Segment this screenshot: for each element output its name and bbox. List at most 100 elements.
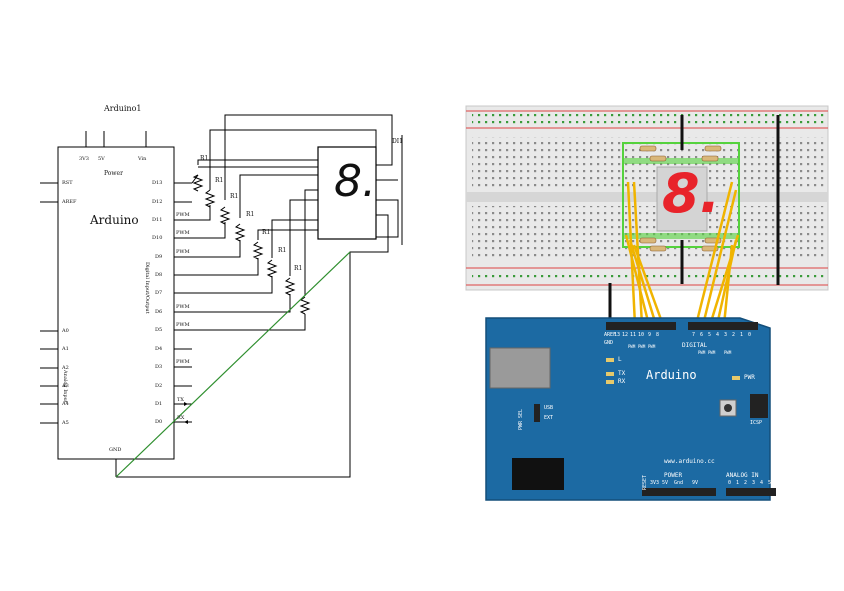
- digital-pin-9: 9: [648, 332, 652, 338]
- digital-pin-8: 8: [656, 332, 660, 338]
- digital-pin-2: 2: [732, 332, 736, 338]
- power-pin-3v3: 3V3: [79, 156, 89, 162]
- gnd-label: GND: [109, 447, 122, 453]
- pin-a4: A4: [62, 401, 69, 407]
- power-pin-vin: Vin: [138, 156, 147, 162]
- pwm-label: PWM: [638, 344, 646, 349]
- led-l-label: L: [618, 356, 622, 363]
- reset-label: RESET: [642, 474, 648, 490]
- digital-pin-10: 10: [638, 332, 645, 338]
- pwr-sel-label: PWR SEL: [518, 408, 524, 430]
- analog-pin-0: 0: [728, 480, 732, 486]
- resistor-label: R1: [278, 247, 287, 254]
- pin-d0: D0: [155, 419, 163, 425]
- power-header-label: POWER: [664, 472, 683, 479]
- ext-label: EXT: [544, 415, 554, 421]
- rx-label: RX: [618, 378, 626, 385]
- usb-connector: [489, 347, 551, 389]
- resistor-label: R1: [200, 155, 209, 162]
- pin-d3: D3: [155, 364, 163, 370]
- breadboard-illustration: [465, 105, 829, 501]
- pin-d9: D9: [155, 254, 163, 260]
- pin-a5: A5: [62, 420, 69, 426]
- digital-label: DIGITAL: [682, 342, 708, 349]
- display-module: [656, 166, 708, 232]
- resistor-label: R1: [230, 193, 239, 200]
- power-pin-5v: 5V: [98, 156, 105, 162]
- schematic-wiring: [40, 114, 403, 478]
- digital-pin-7: 7: [692, 332, 696, 338]
- analog-pin-2: 2: [744, 480, 748, 486]
- analog-pin-3: 3: [752, 480, 756, 486]
- pwm-label: PWM: [628, 344, 636, 349]
- power-pin-3v3: 3V3: [650, 480, 660, 486]
- pin-d10: D10: [152, 235, 163, 241]
- green-ground-wire: [115, 251, 351, 478]
- digital-pin-11: 11: [630, 332, 637, 338]
- pwm-mark: PWM: [176, 212, 190, 218]
- digital-pin-12: 12: [622, 332, 629, 338]
- pin-aref: AREF: [62, 199, 77, 205]
- pin-a2: A2: [62, 365, 69, 371]
- pin-d4: D4: [155, 346, 163, 352]
- digital-pin-1: 1: [740, 332, 744, 338]
- resistor-label: R1: [215, 177, 224, 184]
- pin-a1: A1: [62, 346, 69, 352]
- gnd-label: GND: [604, 340, 614, 346]
- pin-d7: D7: [155, 290, 163, 296]
- pwm-mark: PWM: [176, 249, 190, 255]
- resistor-label: R1: [262, 229, 271, 236]
- pin-d8: D8: [155, 272, 163, 278]
- digital-pin-0: 0: [748, 332, 752, 338]
- breadboard-display-digit: 8.: [662, 162, 721, 225]
- digital-pin-6: 6: [700, 332, 704, 338]
- pin-rst: RST: [62, 180, 73, 186]
- pin-d2: D2: [155, 383, 163, 389]
- analog-group-label: Analog Input: [62, 370, 68, 403]
- analog-pin-4: 4: [760, 480, 764, 486]
- chip-label: Arduino: [90, 213, 139, 227]
- resistor-label: R1: [294, 265, 303, 272]
- arduino-board: [485, 317, 771, 501]
- power-pin-9v: 9V: [692, 480, 699, 486]
- pwm-mark: PWM: [176, 304, 190, 310]
- resistor-label: R1: [246, 211, 255, 218]
- digital-pin-13: 13: [614, 332, 621, 338]
- analog-pin-5: 5: [768, 480, 772, 486]
- seven-segment-display: [317, 146, 377, 240]
- power-label: Power: [104, 170, 123, 177]
- pin-d11: D11: [152, 217, 163, 223]
- digital-pin-5: 5: [708, 332, 712, 338]
- digital-group-label: Digital Input/Output: [144, 262, 150, 314]
- tx-label: TX: [618, 370, 626, 377]
- rx-label: RX: [177, 415, 185, 421]
- pin-d1: D1: [155, 401, 163, 407]
- schematic-title: Arduino1: [104, 104, 142, 113]
- pwm-mark: PWM: [176, 322, 190, 328]
- schematic-panel: Arduino1 Arduino Power 3V3 5V Vin RST AR…: [0, 0, 420, 591]
- digital-pin-4: 4: [716, 332, 720, 338]
- breadboard-panel: 8. Arduino www.arduino.cc AREF GND DIGIT…: [420, 0, 844, 591]
- tx-label: TX: [177, 397, 184, 403]
- pin-a0: A0: [62, 328, 69, 334]
- pin-a3: A3: [62, 383, 69, 389]
- website-label: www.arduino.cc: [664, 458, 715, 465]
- display-label: DI1: [392, 138, 403, 145]
- icsp-label: ICSP: [750, 420, 763, 426]
- pin-d12: D12: [152, 199, 163, 205]
- pwm-label: PWM: [708, 350, 716, 355]
- power-pin-5v: 5V: [662, 480, 669, 486]
- pwm-label: PWM: [698, 350, 706, 355]
- pwm-mark: PWM: [176, 230, 190, 236]
- analog-in-label: ANALOG IN: [726, 472, 759, 479]
- pin-d5: D5: [155, 327, 163, 333]
- arduino-chip-body: [57, 146, 175, 460]
- pwm-mark: PWM: [176, 359, 190, 365]
- pwr-label: PWR: [744, 374, 755, 381]
- aref-label: AREF: [604, 332, 617, 338]
- dc-jack: [512, 458, 564, 490]
- power-pin-gnd: Gnd: [674, 480, 684, 486]
- analog-pin-1: 1: [736, 480, 740, 486]
- pin-d6: D6: [155, 309, 163, 315]
- board-brand: Arduino: [646, 368, 697, 382]
